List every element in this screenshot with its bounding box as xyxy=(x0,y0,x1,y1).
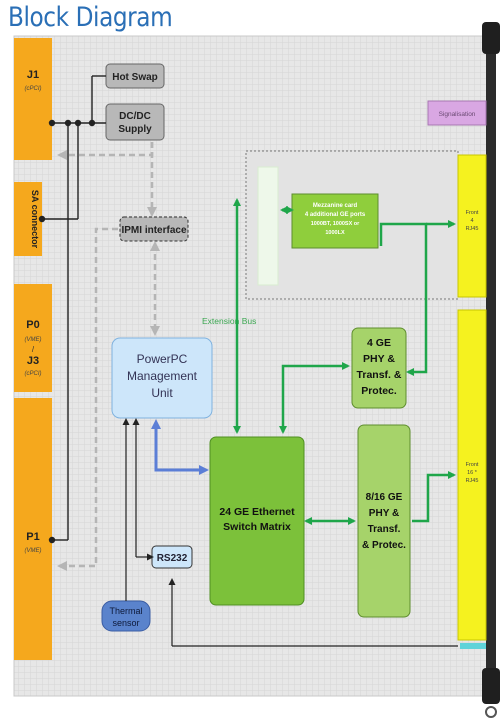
rs232-block: RS232 xyxy=(151,545,193,569)
management-wiring xyxy=(122,418,458,647)
ipmi-label: IPMI interface xyxy=(121,225,186,236)
phy816-label-2: PHY & xyxy=(369,508,399,519)
phy4-label-1: 4 GE xyxy=(367,337,391,349)
connector-p0-slash: / xyxy=(32,345,35,354)
connector-j1: J1 (cPCI) xyxy=(14,38,52,160)
connector-j1-sub: (cPCI) xyxy=(25,86,42,92)
front-16-rj45-block: Front 16 * RJ45 xyxy=(457,309,487,641)
front16-label-1: Front xyxy=(466,462,479,468)
phy4-label-3: Transf. & xyxy=(357,369,402,381)
connector-sa: SA connector xyxy=(14,182,42,256)
powerpc-label-1: PowerPC xyxy=(137,352,188,366)
mezzanine-label-3: 1000BT, 1000SX or xyxy=(311,221,360,227)
ipmi-interface-block: IPMI interface xyxy=(119,216,189,242)
power-wiring xyxy=(38,75,106,544)
front4-label-3: RJ45 xyxy=(466,226,479,232)
connector-p0-sub: (VME) xyxy=(25,337,42,343)
front-panel-bracket xyxy=(460,22,500,718)
rs232-label: RS232 xyxy=(157,553,188,564)
extension-bus-label: Extension Bus xyxy=(202,316,256,326)
page-title: Block Diagram xyxy=(8,2,173,33)
phy-816ge-block: 8/16 GE PHY & Transf. & Protec. xyxy=(357,424,411,618)
connector-p0-j3: J3 xyxy=(27,355,39,367)
connector-p1: P1 (VME) xyxy=(14,398,52,660)
connector-j1-title: J1 xyxy=(27,69,39,81)
mezzanine-card-block: Mezzanine card 4 additional GE ports 100… xyxy=(291,193,379,249)
phy4-label-4: Protec. xyxy=(361,385,397,397)
hot-swap-block: Hot Swap xyxy=(105,63,165,89)
dcdc-label-2: Supply xyxy=(118,124,152,135)
connector-sa-title: SA connector xyxy=(30,190,40,249)
front4-label-1: Front xyxy=(466,210,479,216)
front4-label-2: 4 xyxy=(470,218,473,224)
mezzanine-label-4: 1000LX xyxy=(325,230,345,236)
connector-p1-title: P1 xyxy=(26,531,39,543)
dcdc-label-1: DC/DC xyxy=(119,111,151,122)
connector-p0-sub2: (cPCI) xyxy=(25,371,42,377)
phy816-label-4: & Protec. xyxy=(362,540,406,551)
phy816-label-1: 8/16 GE xyxy=(366,492,403,503)
dcdc-supply-block: DC/DC Supply xyxy=(105,103,165,141)
front-4-rj45-block: Front 4 RJ45 xyxy=(457,154,487,298)
ethernet-link-arrows xyxy=(233,198,456,525)
blue-link-arrows xyxy=(151,419,209,475)
mezzanine-connector xyxy=(257,166,279,286)
thermal-sensor-block: Thermal sensor xyxy=(101,600,151,632)
powerpc-label-3: Unit xyxy=(151,386,173,400)
mezzanine-label-2: 4 additional GE ports xyxy=(305,212,366,218)
phy4-label-2: PHY & xyxy=(363,353,395,365)
switch-label-1: 24 GE Ethernet xyxy=(219,506,295,518)
phy-4ge-block: 4 GE PHY & Transf. & Protec. xyxy=(351,327,407,409)
hot-swap-label: Hot Swap xyxy=(112,72,158,83)
powerpc-label-2: Management xyxy=(127,369,198,383)
front16-label-3: RJ45 xyxy=(466,478,479,484)
connector-p1-sub: (VME) xyxy=(25,548,42,554)
signalisation-block: Signalisation xyxy=(427,100,487,126)
switch-label-2: Switch Matrix xyxy=(223,521,291,533)
phy816-label-3: Transf. xyxy=(368,524,401,535)
mezzanine-label-1: Mezzanine card xyxy=(313,203,358,209)
connector-p0-label: P0 xyxy=(26,319,39,331)
ethernet-switch-matrix-block: 24 GE Ethernet Switch Matrix xyxy=(209,436,305,606)
front16-label-2: 16 * xyxy=(467,470,478,476)
powerpc-management-block: PowerPC Management Unit xyxy=(111,337,213,419)
connector-p0: P0 (VME) / J3 (cPCI) xyxy=(14,284,52,392)
signalisation-label: Signalisation xyxy=(439,111,476,118)
ipmi-bus-arrows xyxy=(57,142,160,571)
thermal-label-1: Thermal xyxy=(109,606,142,616)
thermal-label-2: sensor xyxy=(112,618,139,628)
